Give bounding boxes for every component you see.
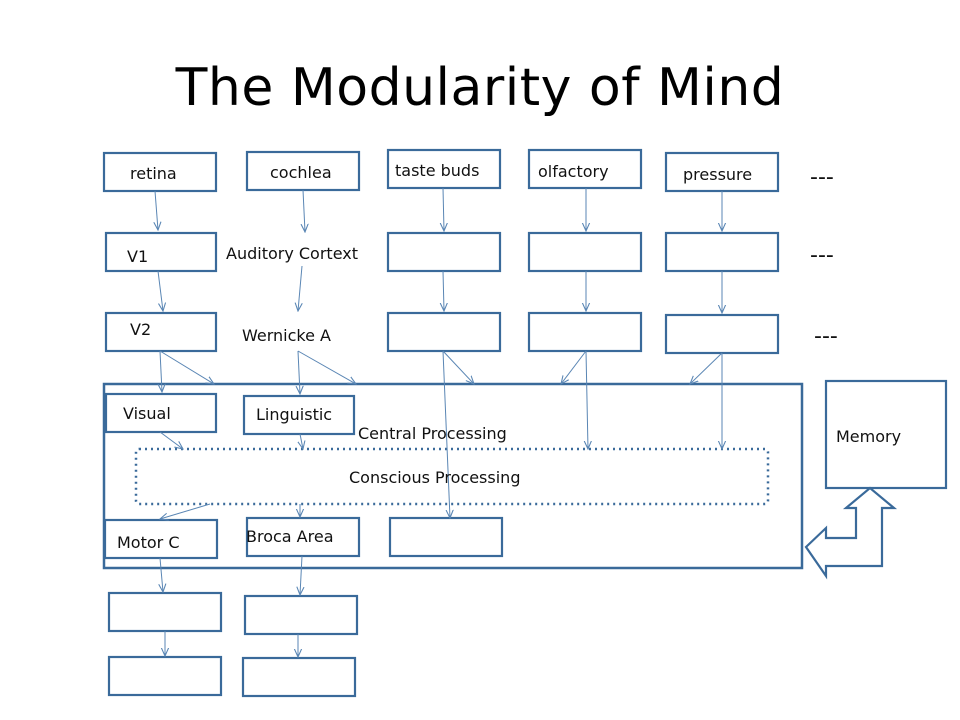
pressure-box <box>664 151 780 193</box>
taste-secondary-box <box>386 311 502 353</box>
v2-label: V2 <box>130 320 151 339</box>
retina-label: retina <box>130 164 177 183</box>
linguistic-box <box>242 394 356 436</box>
central-processing-box <box>102 382 804 570</box>
v1-label: V1 <box>127 247 148 266</box>
slide-title: The Modularity of Mind <box>175 58 785 118</box>
taste-buds-label: taste buds <box>395 161 479 180</box>
olfactory-primary-box <box>527 231 643 273</box>
memory-box <box>824 379 948 490</box>
ellipsis-row-3: --- <box>814 324 838 349</box>
connection-arrows <box>155 187 722 657</box>
motor-output-box-1 <box>107 591 223 633</box>
central-processing-label: Central Processing <box>358 424 507 443</box>
taste-buds-box <box>386 148 502 190</box>
visual-box <box>104 392 218 434</box>
wernicke-label: Wernicke A <box>242 326 331 345</box>
olfactory-box <box>527 148 643 190</box>
v2-box <box>104 311 218 353</box>
cochlea-label: cochlea <box>270 163 332 182</box>
motor-output-box-2 <box>107 655 223 697</box>
output-box <box>388 516 504 558</box>
olfactory-secondary-box <box>527 311 643 353</box>
broca-output-box-1 <box>243 594 359 636</box>
conscious-processing-label: Conscious Processing <box>349 468 520 487</box>
pressure-primary-box <box>664 231 780 273</box>
v1-box <box>104 231 218 273</box>
cochlea-box <box>245 150 361 192</box>
ellipsis-row-1: --- <box>810 165 834 190</box>
visual-label: Visual <box>123 404 171 423</box>
linguistic-label: Linguistic <box>256 405 332 424</box>
olfactory-label: olfactory <box>538 162 609 181</box>
broca-label: Broca Area <box>246 527 334 546</box>
broca-box <box>245 516 361 558</box>
memory-arrow-icon <box>804 486 898 580</box>
auditory-cortext-label: Auditory Cortext <box>226 244 358 263</box>
pressure-label: pressure <box>683 165 752 184</box>
pressure-secondary-box <box>664 313 780 355</box>
ellipsis-row-2: --- <box>810 243 834 268</box>
memory-label: Memory <box>836 427 901 446</box>
motor-c-label: Motor C <box>117 533 180 552</box>
broca-output-box-2 <box>241 656 357 698</box>
retina-box <box>102 151 218 193</box>
motor-c-box <box>103 518 219 560</box>
conscious-processing-box <box>134 447 770 506</box>
taste-primary-box <box>386 231 502 273</box>
